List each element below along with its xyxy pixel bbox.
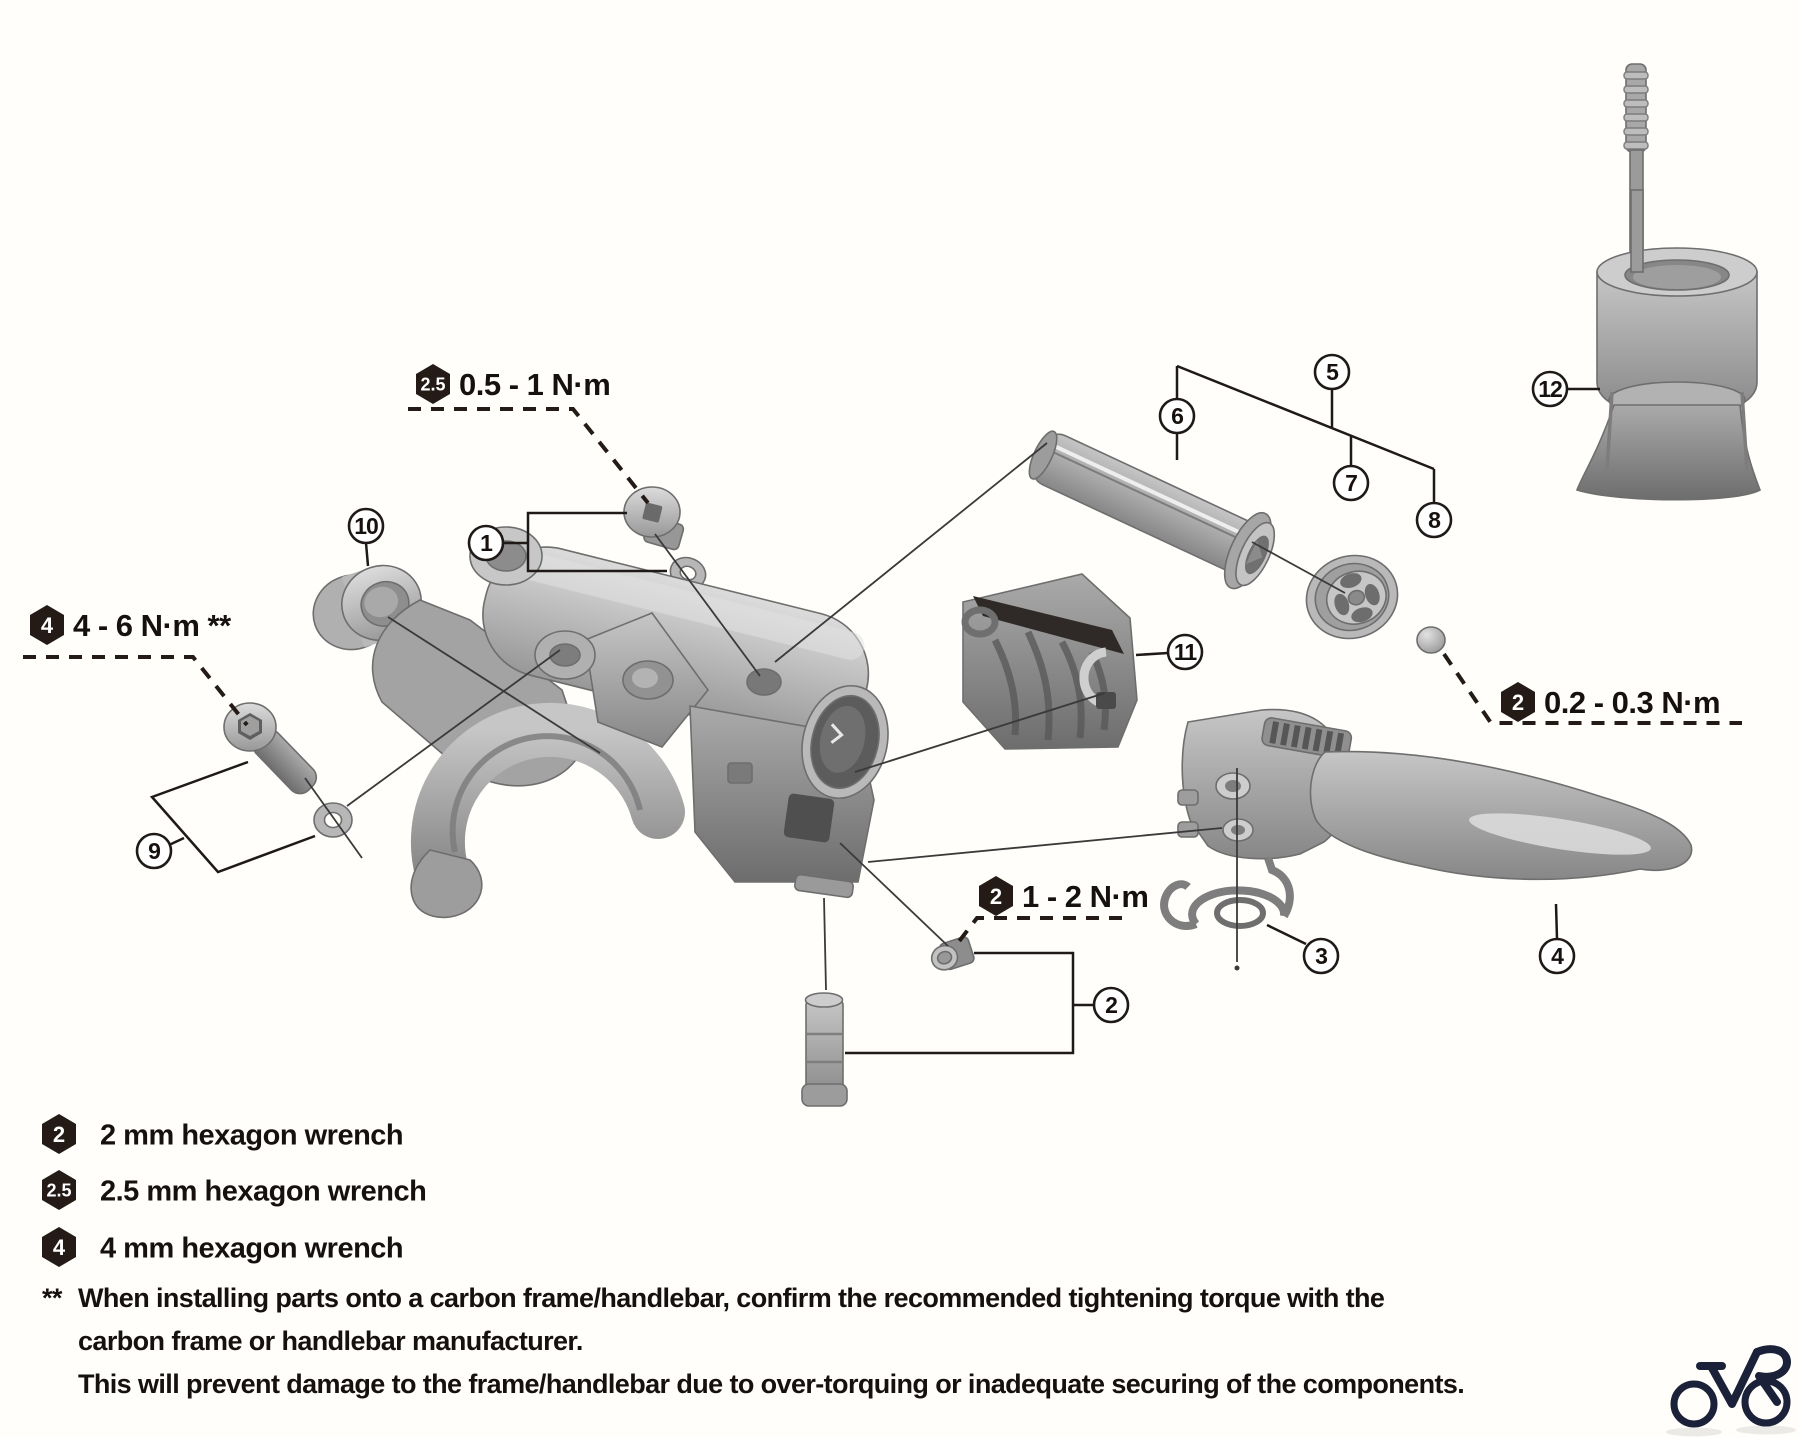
part-6-sleeve bbox=[1028, 430, 1276, 590]
callout-10: 10 bbox=[347, 507, 385, 545]
legend-label: 2 mm hexagon wrench bbox=[100, 1119, 403, 1151]
legend-row-0: 2 2 mm hexagon wrench bbox=[42, 1114, 404, 1154]
footnote: ** When installing parts onto a carbon f… bbox=[42, 1283, 1465, 1399]
part-2-screw-barrel bbox=[801, 936, 975, 1107]
callout-4-label: 4 bbox=[1551, 943, 1564, 969]
tool-size: 2 bbox=[1512, 690, 1524, 715]
footnote-line-2: carbon frame or handlebar manufacturer. bbox=[78, 1326, 583, 1356]
callout-6: 6 bbox=[1158, 397, 1196, 435]
part-3-spring bbox=[1160, 856, 1294, 930]
torque-value: 1 - 2 N·m bbox=[1022, 879, 1148, 914]
part-10-bushing bbox=[312, 564, 423, 651]
callout-5: 5 bbox=[1313, 353, 1351, 391]
main-body bbox=[371, 526, 889, 919]
callout-8: 8 bbox=[1415, 501, 1453, 539]
callout-10-label: 10 bbox=[354, 513, 378, 539]
torque-dash-lines bbox=[23, 407, 1742, 946]
tool-size: 2 bbox=[53, 1122, 65, 1147]
tool-size: 4 bbox=[41, 613, 54, 638]
callout-markers: 1 2 3 4 5 6 7 8 9 10 11 12 bbox=[135, 353, 1576, 1024]
callout-2-label: 2 bbox=[1105, 992, 1117, 1018]
part-1-screw-washer bbox=[623, 486, 707, 590]
callout-9-label: 9 bbox=[148, 838, 160, 864]
part-11-rubber-cover bbox=[961, 573, 1138, 750]
tool-size: 2 bbox=[990, 884, 1002, 909]
tool-size: 2.5 bbox=[46, 1180, 71, 1200]
callout-3-label: 3 bbox=[1315, 943, 1327, 969]
torque-label-1: 4 4 - 6 N·m ** bbox=[30, 605, 233, 645]
callout-12: 12 bbox=[1531, 370, 1569, 408]
callout-connectors bbox=[149, 364, 1600, 1055]
callout-11-label: 11 bbox=[1174, 639, 1198, 665]
callout-9: 9 bbox=[135, 832, 173, 870]
torque-label-0: 2.5 0.5 - 1 N·m bbox=[416, 364, 611, 404]
legend-label: 4 mm hexagon wrench bbox=[100, 1232, 403, 1264]
torque-value: 0.5 - 1 N·m bbox=[459, 367, 610, 402]
callout-1: 1 bbox=[467, 524, 505, 562]
torque-labels: 2.5 0.5 - 1 N·m 4 4 - 6 N·m ** 2 0.2 - 0… bbox=[30, 364, 1721, 916]
legend-row-1: 2.5 2.5 mm hexagon wrench bbox=[42, 1170, 427, 1210]
footnote-line-3: This will prevent damage to the frame/ha… bbox=[78, 1369, 1464, 1399]
part-12-funnel-tool bbox=[1575, 63, 1761, 501]
callout-2: 2 bbox=[1092, 986, 1130, 1024]
torque-value: 0.2 - 0.3 N·m bbox=[1544, 685, 1720, 720]
leader-lines bbox=[304, 442, 1346, 991]
part-7-cap bbox=[1305, 554, 1399, 640]
callout-7-label: 7 bbox=[1345, 470, 1357, 496]
bicycle-logo-icon bbox=[1666, 1345, 1796, 1437]
callout-4: 4 bbox=[1538, 937, 1576, 975]
legend-row-2: 4 4 mm hexagon wrench bbox=[42, 1227, 404, 1267]
callout-3: 3 bbox=[1302, 937, 1340, 975]
callout-6-label: 6 bbox=[1171, 403, 1183, 429]
callout-11: 11 bbox=[1166, 633, 1204, 671]
legend: 2 2 mm hexagon wrench 2.5 2.5 mm hexagon… bbox=[42, 1114, 427, 1267]
torque-label-3: 2 1 - 2 N·m bbox=[979, 876, 1149, 916]
torque-value: 4 - 6 N·m ** bbox=[73, 608, 232, 643]
part-8-set-screw bbox=[1416, 626, 1446, 654]
torque-label-2: 2 0.2 - 0.3 N·m bbox=[1501, 682, 1721, 722]
tool-size: 2.5 bbox=[420, 374, 445, 394]
callout-5-label: 5 bbox=[1326, 359, 1339, 385]
callout-1-label: 1 bbox=[480, 530, 493, 556]
callout-8-label: 8 bbox=[1428, 507, 1441, 533]
part-4-lever bbox=[1177, 708, 1693, 881]
callout-7: 7 bbox=[1332, 464, 1370, 502]
tool-size: 4 bbox=[53, 1235, 66, 1260]
callout-12-label: 12 bbox=[1538, 376, 1562, 402]
footnote-marker: ** bbox=[42, 1283, 63, 1313]
legend-label: 2.5 mm hexagon wrench bbox=[100, 1175, 426, 1207]
footnote-line-1: When installing parts onto a carbon fram… bbox=[78, 1283, 1385, 1313]
